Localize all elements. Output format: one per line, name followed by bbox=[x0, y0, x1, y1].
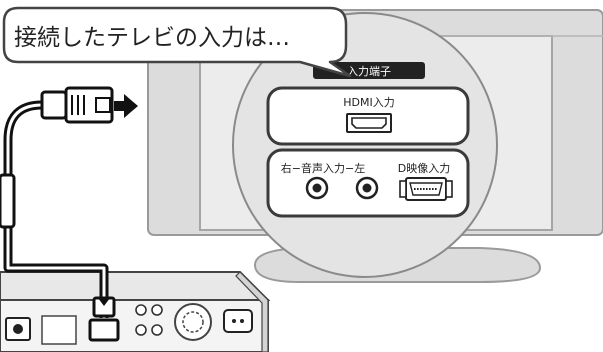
recorder-hdmi-out-port bbox=[88, 318, 120, 342]
hdmi-port-icon bbox=[346, 113, 392, 133]
recorder-port-block bbox=[41, 315, 77, 345]
panel-title: 入力端子 bbox=[347, 65, 391, 78]
recorder-port-a-dot bbox=[13, 324, 23, 334]
d-input-label: D映像入力 bbox=[398, 162, 450, 175]
recorder-illustration bbox=[0, 271, 271, 352]
recorder-power-pin-2 bbox=[240, 319, 244, 323]
input-panel: 入力端子 HDMI入力 右−音声入力−左 D映像入力 bbox=[266, 62, 470, 218]
hdmi-cable bbox=[0, 100, 116, 318]
recorder-fan bbox=[174, 303, 212, 341]
hdmi-plug-icon bbox=[0, 173, 16, 229]
hdmi-plug-icon bbox=[40, 86, 114, 124]
recorder-power-pin-1 bbox=[232, 319, 236, 323]
recorder-fan-hub bbox=[182, 311, 204, 333]
right-arrow-icon bbox=[114, 94, 138, 118]
recorder-top bbox=[0, 271, 271, 301]
rca-jack-icon bbox=[355, 176, 379, 200]
recorder-side bbox=[235, 271, 269, 352]
rca-jack-icon bbox=[305, 176, 329, 200]
hdmi-input-label: HDMI入力 bbox=[343, 96, 394, 109]
callout-text: 接続したテレビの入力は… bbox=[14, 25, 290, 51]
recorder-jack-3 bbox=[135, 324, 147, 336]
recorder-jack-1 bbox=[135, 304, 147, 316]
plug-arrow-down bbox=[98, 298, 110, 306]
recorder-jack-4 bbox=[151, 324, 163, 336]
hdmi-cable-core bbox=[6, 103, 106, 318]
d-terminal-port-icon bbox=[399, 177, 453, 201]
callout-bubble-shape bbox=[2, 6, 352, 78]
recorder-jack-2 bbox=[151, 304, 163, 316]
audio-input-label: 右−音声入力−左 bbox=[281, 161, 365, 175]
callout-bubble: 接続したテレビの入力は… bbox=[2, 6, 352, 78]
recorder-power-inlet bbox=[223, 309, 253, 333]
